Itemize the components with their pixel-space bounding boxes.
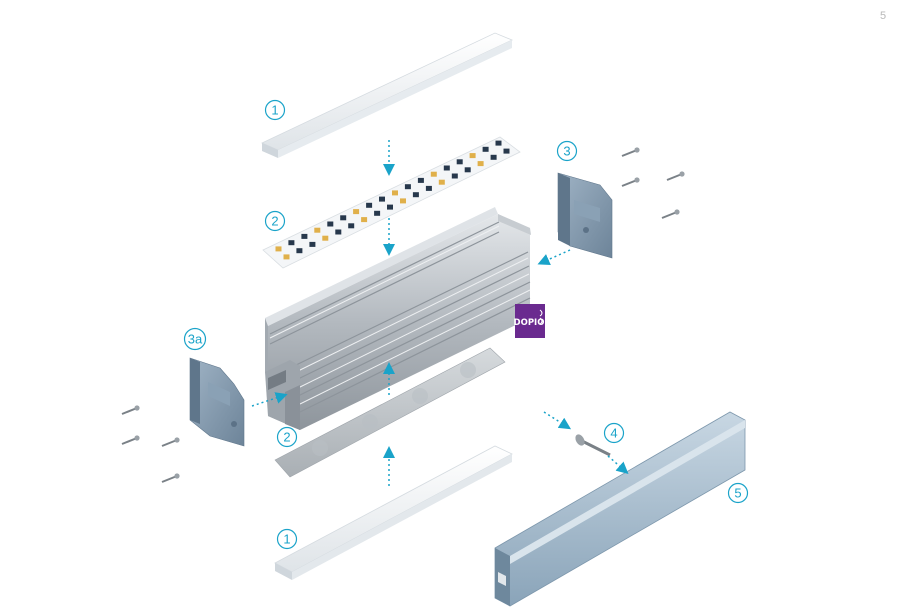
led-chip [366, 202, 373, 208]
screw-shaft [161, 439, 178, 447]
led-chip [353, 209, 360, 215]
led-chip [374, 210, 381, 216]
screw-head [634, 147, 640, 153]
led-chip [361, 217, 368, 223]
led-chip [327, 221, 334, 227]
callout-top-diffuser: 1 [264, 99, 286, 121]
callout-end-cap-right: 3 [556, 140, 578, 162]
aluminium-profile [265, 207, 531, 430]
screw-shaft [666, 173, 683, 181]
callout-led-strip: 2 [264, 210, 286, 232]
arrow-screw-to-cover [607, 455, 629, 474]
led-chip [417, 177, 424, 183]
arrow-cap-right-to-profile [537, 249, 571, 266]
screw-head [174, 437, 180, 443]
callout-label: 1 [271, 103, 278, 118]
screw-head [174, 473, 180, 479]
led-chip [348, 223, 355, 229]
led-chip [288, 240, 295, 246]
logo-text: DOPIO [514, 318, 545, 328]
callout-bottom-diffuser: 1 [276, 528, 298, 550]
screw-shaft [121, 437, 138, 445]
end-cap-screws-left [121, 405, 180, 483]
callout-label: 4 [610, 426, 617, 441]
screw-head [134, 405, 140, 411]
led-chip [283, 254, 290, 260]
bottom-diffuser [274, 445, 513, 580]
callout-side-cover: 5 [727, 482, 749, 504]
led-chip [404, 184, 411, 190]
dopio-logo: DOPIO [514, 304, 545, 338]
led-chip [430, 171, 437, 177]
led-chip [443, 165, 450, 171]
led-chip [490, 154, 497, 160]
callout-label: 3 [563, 144, 570, 159]
callout-label: 3a [188, 332, 203, 347]
screw-head [134, 435, 140, 441]
led-chip [322, 235, 329, 241]
led-chip [296, 248, 303, 254]
screw-shaft [621, 149, 638, 157]
screw-head [679, 171, 685, 177]
arrow-cap-left-to-profile [251, 392, 288, 407]
callout-label: 2 [283, 430, 290, 445]
callout-label: 5 [734, 486, 741, 501]
screw-head [634, 177, 640, 183]
led-chip [392, 190, 398, 196]
led-chip [482, 146, 489, 152]
screw-shaft [161, 475, 178, 483]
led-chip [340, 215, 347, 221]
led-chip [379, 196, 385, 202]
led-chip [314, 227, 321, 233]
end-cap-left [189, 357, 245, 447]
led-chip [469, 153, 476, 159]
end-cap-screws-right [621, 147, 685, 219]
double-strip-icon [539, 309, 543, 325]
callout-label: 1 [283, 532, 290, 547]
led-chip [335, 229, 342, 235]
led-chip [464, 167, 471, 173]
led-chip [301, 233, 308, 239]
led-chip [477, 161, 484, 167]
led-chip [275, 246, 282, 252]
led-strip [262, 136, 521, 269]
callout-label: 2 [271, 214, 278, 229]
screw-head [674, 209, 680, 215]
screw [575, 434, 611, 457]
screw-shaft [661, 211, 678, 219]
led-chip [400, 198, 406, 204]
end-cap-right [557, 172, 613, 259]
bottom-led-strip [274, 347, 506, 478]
led-chip [438, 179, 445, 185]
callout-end-cap-left: 3a [183, 327, 207, 351]
screw-shaft [621, 179, 638, 187]
led-chips [275, 140, 510, 260]
callout-bottom-led-strip: 2 [276, 426, 298, 448]
led-chip [456, 159, 463, 165]
led-chip [495, 140, 502, 146]
led-chip [425, 185, 432, 191]
side-cover [494, 411, 746, 607]
screw-shaft [121, 407, 138, 415]
arrow-cover-direction [543, 411, 572, 430]
led-chip [503, 148, 510, 154]
page-number: 5 [880, 10, 887, 22]
callout-screw: 4 [603, 422, 625, 444]
led-chip [451, 173, 458, 179]
led-chip [412, 192, 419, 198]
led-chip [387, 204, 393, 210]
led-chip [309, 241, 316, 247]
top-diffuser [261, 32, 513, 158]
